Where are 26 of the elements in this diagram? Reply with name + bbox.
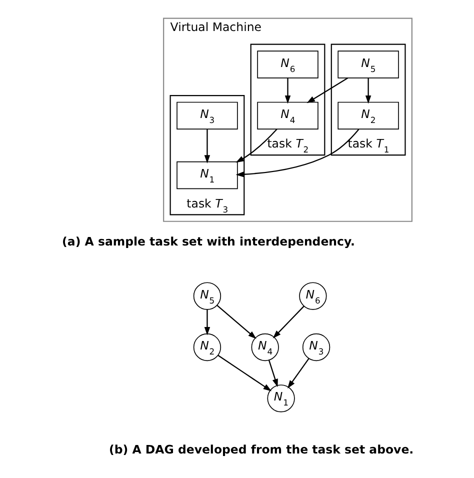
- arrow: [236, 129, 360, 178]
- node-box: N$_{1}$: [176, 161, 238, 190]
- arrow: [287, 358, 310, 389]
- arrow: [216, 304, 256, 339]
- node-circle: N$_{1}$: [267, 384, 295, 412]
- node-circle: N$_{6}$: [299, 282, 327, 310]
- node-circle: N$_{4}$: [251, 333, 279, 362]
- arrow: [306, 77, 348, 104]
- label: (b) A DAG developed from the task set above.: [109, 442, 414, 457]
- label: (a) A sample task set with interdependency.: [62, 234, 356, 248]
- arrow: [284, 78, 291, 104]
- node-box: N$_{2}$: [338, 102, 399, 130]
- node-box: N$_{4}$: [257, 102, 318, 130]
- arrow: [218, 354, 272, 392]
- arrow: [272, 306, 304, 338]
- node-circle: N$_{3}$: [302, 333, 330, 362]
- node-box: N$_{3}$: [176, 102, 238, 130]
- arrow: [365, 78, 372, 104]
- node-circle: N$_{5}$: [193, 282, 222, 310]
- node-box: N$_{5}$: [338, 50, 399, 78]
- arrow: [204, 129, 210, 164]
- arrow: [268, 360, 278, 388]
- node-circle: N$_{2}$: [193, 333, 222, 362]
- arrow: [204, 310, 210, 336]
- arrow: [236, 128, 278, 163]
- node-box: N$_{6}$: [257, 50, 318, 78]
